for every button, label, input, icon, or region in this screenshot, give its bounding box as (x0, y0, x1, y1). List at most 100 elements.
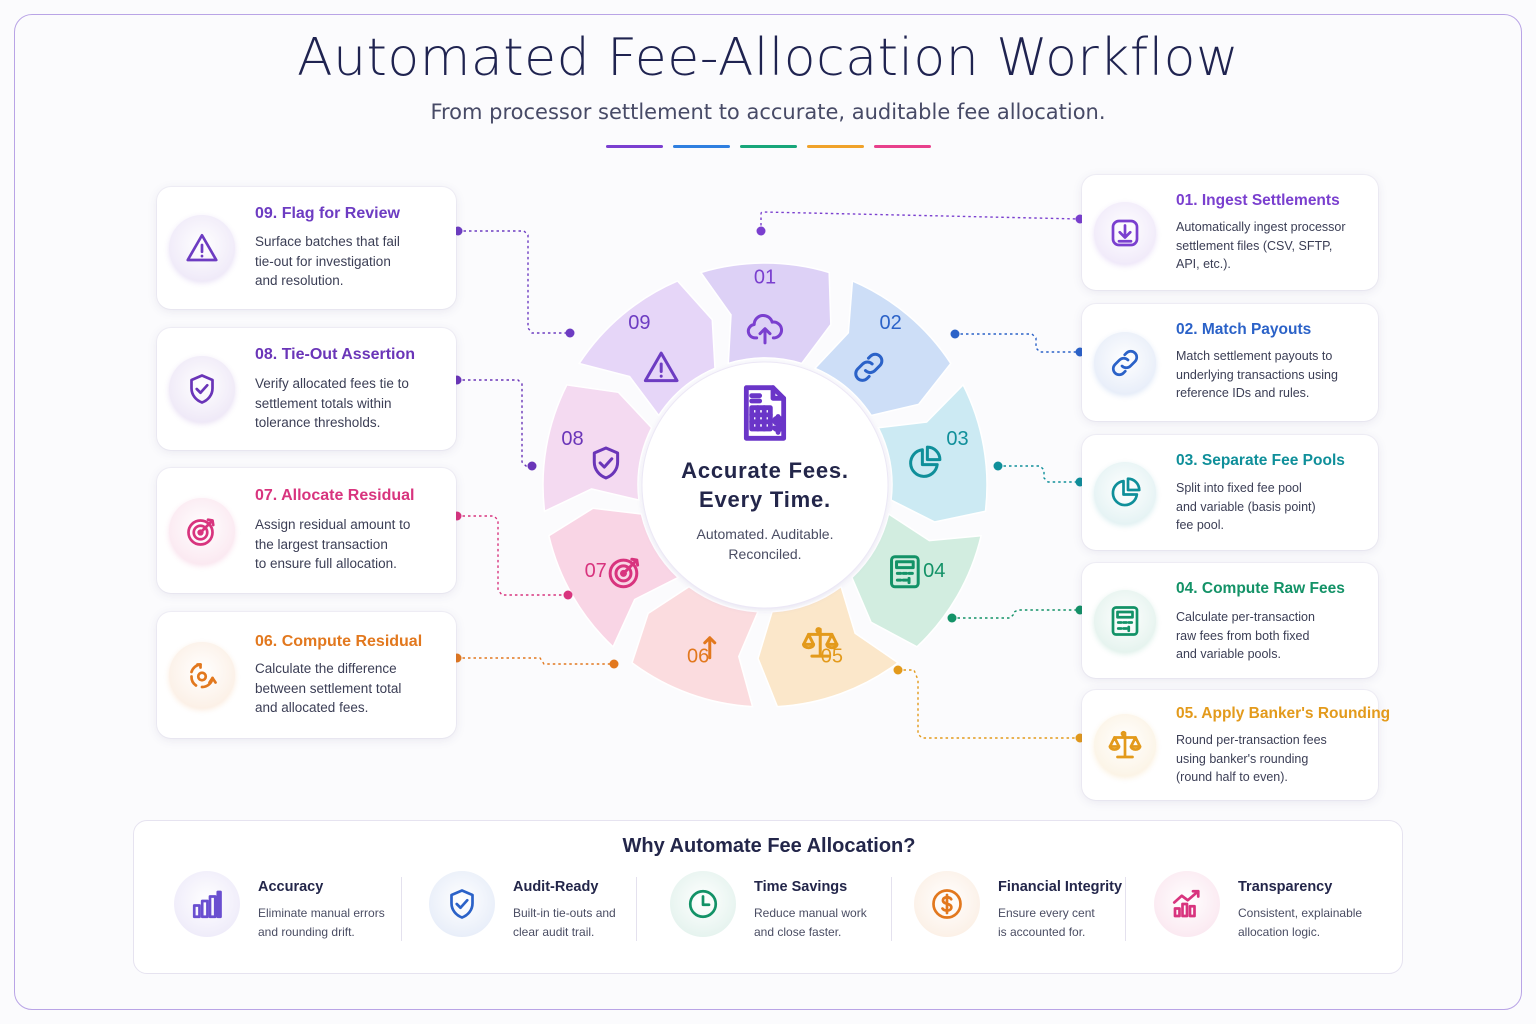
benefit-icon (174, 871, 240, 937)
benefit-icon (670, 871, 736, 937)
step-number-dot: . (1193, 192, 1202, 209)
connector-dot (947, 613, 957, 623)
wheel-icon-05 (802, 627, 839, 658)
center-disc (642, 362, 888, 608)
benefit-icon (429, 871, 495, 937)
step-title-text: Flag for Review (281, 205, 400, 222)
calculator-icon (1111, 605, 1139, 636)
benefit-desc: Ensure every cent is accounted for. (998, 906, 1095, 939)
link-icon (1111, 349, 1139, 376)
center-disc-ring (641, 361, 889, 609)
step-title-01: 01. Ingest Settlements (1176, 192, 1340, 210)
step-number: 09 (255, 205, 273, 222)
connector-03 (998, 465, 1080, 483)
step-number-dot: . (1193, 452, 1202, 469)
spreadsheet-dollar-icon (743, 385, 787, 441)
step-number-dot: . (1193, 705, 1202, 722)
scales-icon (802, 627, 839, 658)
clock-icon (688, 889, 718, 919)
connector-05 (898, 669, 1080, 739)
step-title-08: 08. Tie-Out Assertion (255, 346, 415, 364)
warning-icon (643, 351, 679, 383)
step-desc-09: Surface batches that fail tie-out for in… (255, 234, 400, 288)
step-title-07: 07. Allocate Residual (255, 487, 414, 505)
step-number: 03 (1176, 452, 1194, 469)
step-title-text: Ingest Settlements (1201, 192, 1340, 209)
wheel-icon-08 (592, 446, 620, 480)
step-number-dot: . (272, 633, 282, 650)
shield-check-icon (190, 374, 214, 404)
step-desc-06: Calculate the difference between settlem… (255, 661, 402, 715)
scales-icon (1108, 730, 1142, 759)
step-card-08[interactable]: 08. Tie-Out Assertion Verify allocated f… (157, 328, 456, 450)
connector-dot (893, 665, 903, 675)
step-desc-04: Calculate per-transaction raw fees from … (1176, 610, 1315, 661)
target-icon (187, 517, 215, 546)
step-title-04: 04. Compute Raw Fees (1176, 580, 1345, 598)
wheel-icon-02 (854, 352, 884, 382)
benefit-title: Time Savings (754, 879, 848, 895)
download-icon (1111, 219, 1139, 246)
step-title-02: 02. Match Payouts (1176, 321, 1311, 339)
center-title: Accurate Fees. Every Time. (681, 458, 849, 512)
step-number: 08 (255, 346, 273, 363)
step-number: 04 (1176, 580, 1194, 597)
step-icon-07 (169, 497, 235, 564)
bar-chart-icon (192, 890, 222, 919)
step-desc-02: Match settlement payouts to underlying t… (1176, 349, 1338, 400)
connector-08 (457, 379, 532, 467)
step-card-07[interactable]: 07. Allocate Residual Assign residual am… (157, 468, 456, 593)
step-title-03: 03. Separate Fee Pools (1176, 452, 1345, 470)
accent-bars (606, 145, 931, 148)
step-number-dot: . (1193, 580, 1202, 597)
step-title-text: Match Payouts (1201, 321, 1312, 338)
benefit-title: Transparency (1238, 879, 1333, 895)
wheel-number-04: 04 (923, 560, 945, 582)
benefit-icon (914, 871, 980, 937)
wheel-segment-07 (548, 507, 680, 649)
step-card-02[interactable]: 02. Match Payouts Match settlement payou… (1082, 304, 1378, 421)
calculator-icon (890, 555, 920, 589)
step-card-09[interactable]: 09. Flag for Review Surface batches that… (157, 187, 456, 309)
connector-02 (955, 333, 1080, 353)
wheel-icon-03 (909, 445, 942, 478)
trend-chart-icon (1172, 889, 1200, 918)
pie-chart-icon (909, 445, 942, 478)
benefit-icon (1154, 871, 1220, 937)
step-desc-03: Split into fixed fee pool and variable (… (1176, 481, 1316, 532)
wheel-segment-09 (578, 280, 716, 417)
wheel-icon-06 (703, 636, 717, 660)
step-number-dot: . (272, 346, 282, 363)
wheel-number-05: 05 (821, 646, 843, 668)
step-desc-01: Automatically ingest processor settlemen… (1176, 220, 1346, 271)
step-desc-08: Verify allocated fees tie to settlement … (255, 376, 409, 430)
benefit-desc: Reduce manual work and close faster. (754, 906, 867, 939)
step-icon-08 (169, 356, 235, 422)
step-number-dot: . (1193, 321, 1202, 338)
wheel-number-06: 06 (687, 646, 709, 668)
step-desc-05: Round per-transaction fees using banker'… (1176, 733, 1327, 784)
benefit-desc: Eliminate manual errors and rounding dri… (258, 906, 385, 939)
connector-01 (760, 211, 1081, 231)
step-card-06[interactable]: 06. Compute Residual Calculate the diffe… (157, 612, 456, 738)
wheel-number-02: 02 (880, 312, 902, 334)
wheel-number-03: 03 (946, 428, 968, 450)
wheel-icon-04 (890, 555, 920, 589)
step-card-01[interactable]: 01. Ingest Settlements Automatically ing… (1082, 175, 1378, 290)
step-card-04[interactable]: 04. Compute Raw Fees Calculate per-trans… (1082, 563, 1378, 678)
shield-check-icon (592, 446, 620, 480)
connector-dot (609, 659, 619, 669)
step-card-05[interactable]: 05. Apply Banker's Rounding Round per-tr… (1082, 690, 1390, 800)
step-icon-09 (169, 215, 235, 281)
link-icon (854, 352, 884, 382)
wheel-number-08: 08 (561, 428, 583, 450)
step-number: 05 (1176, 705, 1194, 722)
step-icon-05 (1094, 714, 1156, 776)
benefit-title: Accuracy (258, 879, 324, 895)
wheel-segment-08 (542, 384, 653, 513)
step-card-03[interactable]: 03. Separate Fee Pools Split into fixed … (1082, 435, 1378, 550)
step-title-text: Apply Banker's Rounding (1201, 705, 1391, 722)
dollar-icon (932, 889, 962, 919)
wheel-icon-01 (746, 313, 784, 345)
